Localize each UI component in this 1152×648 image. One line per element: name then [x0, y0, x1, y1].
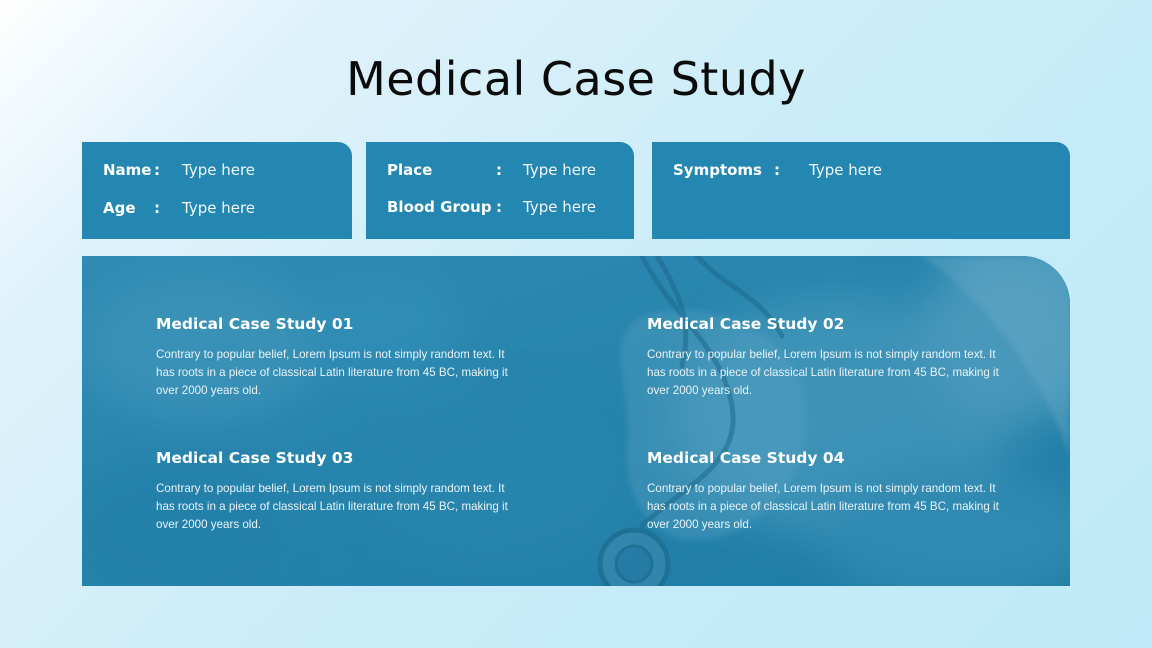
- case-study-title-02: Medical Case Study 02: [647, 315, 845, 333]
- case-study-body-02: Contrary to popular belief, Lorem Ipsum …: [647, 348, 999, 397]
- name-separator: :: [154, 161, 160, 179]
- place-label: Place: [387, 161, 433, 179]
- blood-group-label: Blood Group: [387, 198, 492, 216]
- symptoms-card: Symptoms : Type here: [652, 142, 1070, 239]
- case-study-title-01: Medical Case Study 01: [156, 315, 354, 333]
- age-separator: :: [154, 199, 160, 217]
- place-value[interactable]: Type here: [523, 161, 597, 179]
- symptoms-value[interactable]: Type here: [809, 161, 883, 179]
- case-studies-panel: Medical Case Study 01 Contrary to popula…: [82, 256, 1070, 586]
- patient-info-card: Name : Type here Age : Type here: [82, 142, 352, 239]
- location-info-card: Place : Type here Blood Group : Type her…: [366, 142, 634, 239]
- symptoms-label: Symptoms: [673, 161, 762, 179]
- name-label: Name: [103, 161, 152, 179]
- case-study-body-04: Contrary to popular belief, Lorem Ipsum …: [647, 482, 999, 531]
- blood-group-separator: :: [496, 198, 502, 216]
- case-study-title-03: Medical Case Study 03: [156, 449, 354, 467]
- place-separator: :: [496, 161, 502, 179]
- symptoms-separator: :: [774, 161, 780, 179]
- age-value[interactable]: Type here: [182, 199, 256, 217]
- case-study-title-04: Medical Case Study 04: [647, 449, 845, 467]
- age-label: Age: [103, 199, 136, 217]
- case-study-body-03: Contrary to popular belief, Lorem Ipsum …: [156, 482, 508, 531]
- slide-title: Medical Case Study: [346, 52, 806, 106]
- case-study-body-01: Contrary to popular belief, Lorem Ipsum …: [156, 348, 508, 397]
- blood-group-value[interactable]: Type here: [523, 198, 597, 216]
- stethoscope-background-image: [82, 256, 1070, 586]
- name-value[interactable]: Type here: [182, 161, 256, 179]
